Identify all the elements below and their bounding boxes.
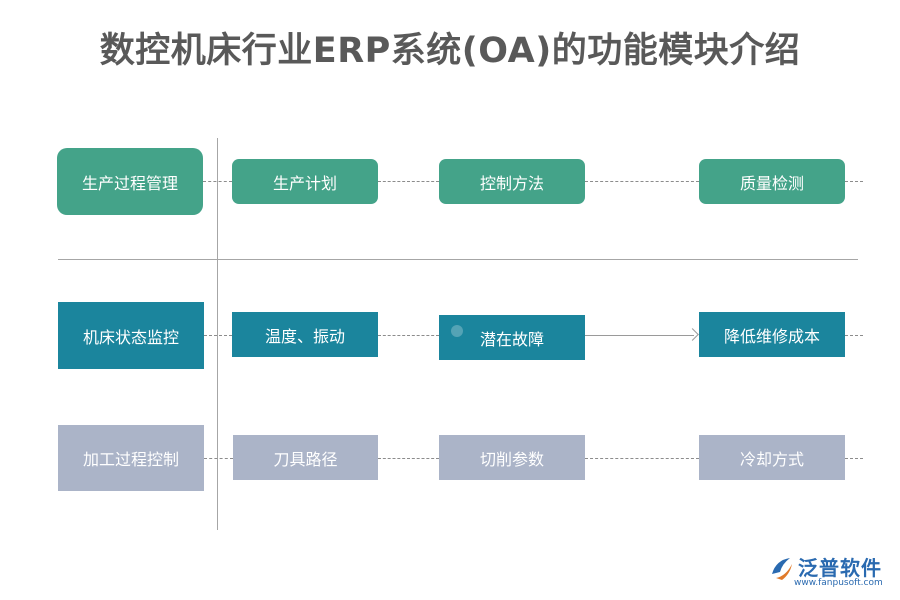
category-box-machining: 加工过程控制: [58, 425, 204, 491]
module-box: 生产计划: [232, 159, 378, 204]
connector-line: [845, 181, 863, 182]
module-box: 质量检测: [699, 159, 845, 204]
module-box: 冷却方式: [699, 435, 845, 480]
connector-line: [845, 335, 863, 336]
logo-url: www.fanpusoft.com: [794, 578, 883, 588]
module-box: 降低维修成本: [699, 312, 845, 357]
connector-line: [378, 458, 439, 459]
arrow-head-icon: [686, 328, 699, 341]
module-box: 刀具路径: [233, 435, 378, 480]
module-box: 控制方法: [439, 159, 585, 204]
connector-line: [585, 458, 699, 459]
category-box-monitoring: 机床状态监控: [58, 302, 204, 369]
horizontal-divider: [58, 259, 858, 260]
module-box: 潜在故障: [439, 315, 585, 360]
connector-line: [203, 181, 232, 182]
brand-logo: 泛普软件 www.fanpusoft.com: [768, 552, 893, 594]
vertical-divider: [217, 138, 218, 530]
module-box: 切削参数: [439, 435, 585, 480]
connector-line: [585, 181, 699, 182]
diagram-title: 数控机床行业ERP系统(OA)的功能模块介绍: [99, 31, 801, 71]
connector-line: [204, 458, 233, 459]
connector-line: [378, 335, 439, 336]
category-box-production: 生产过程管理: [57, 148, 203, 215]
connector-line: [845, 458, 863, 459]
connector-line: [204, 335, 232, 336]
arrow-connector: [585, 335, 694, 336]
fanpu-logo-icon: [772, 558, 792, 580]
connector-line: [378, 181, 439, 182]
logo-name: 泛普软件: [798, 556, 882, 580]
decorative-dot-icon: [451, 325, 463, 337]
module-box: 温度、振动: [232, 312, 378, 357]
